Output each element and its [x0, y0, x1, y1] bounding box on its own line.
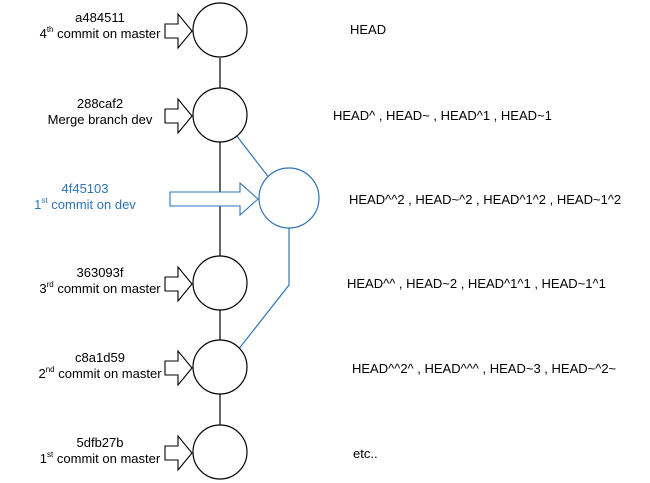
commit-label: c8a1d59 2nd commit on master: [25, 350, 175, 382]
commit-label: 5dfb27b 1st commit on master: [25, 435, 175, 467]
arrow-icon: [164, 97, 193, 135]
ref-expressions: etc..: [353, 446, 378, 461]
commit-label: 363093f 3rd commit on master: [25, 265, 175, 297]
commit-node-4th-master: [192, 2, 248, 58]
ref-expressions: HEAD^^2^ , HEAD^^^ , HEAD~3 , HEAD~^2~: [352, 361, 617, 376]
commit-hash: c8a1d59: [75, 350, 125, 365]
ref-expressions: HEAD^^2 , HEAD~^2 , HEAD^1^2 , HEAD~1^2: [349, 192, 622, 207]
commit-description: 2nd commit on master: [38, 364, 162, 381]
ref-expressions: HEAD: [350, 22, 387, 37]
commit-hash: a484511: [75, 10, 125, 25]
commit-hash: 288caf2: [76, 96, 124, 111]
arrow-icon: [164, 434, 193, 472]
commit-description: 4th commit on master: [39, 24, 161, 41]
commit-node-1st-dev: [258, 167, 320, 229]
commit-hash: 4f45103: [61, 181, 109, 196]
commit-node-3rd-master: [192, 255, 248, 311]
ref-expressions: HEAD^ , HEAD~ , HEAD^1 , HEAD~1: [333, 108, 552, 123]
commit-hash: 363093f: [76, 265, 124, 280]
commit-node-1st-master: [192, 424, 248, 480]
dev-fork-connector: [237, 224, 290, 351]
commit-description: 1st commit on master: [39, 449, 161, 466]
commit-description: Merge branch dev: [47, 112, 153, 127]
arrow-icon: [164, 349, 193, 387]
dev-merge-connector: [235, 134, 271, 180]
commit-node-2nd-master: [192, 339, 248, 395]
commit-description: 3rd commit on master: [39, 279, 161, 296]
commit-label: a484511 4th commit on master: [25, 10, 175, 42]
long-arrow-icon: [169, 181, 259, 217]
commit-label-dev: 4f45103 1st commit on dev: [10, 181, 160, 213]
arrow-icon: [164, 12, 193, 50]
arrow-icon: [164, 265, 193, 303]
commit-node-merge: [192, 87, 248, 143]
commit-hash: 5dfb27b: [76, 435, 124, 450]
ref-expressions: HEAD^^ , HEAD~2 , HEAD^1^1 , HEAD~1^1: [347, 276, 606, 291]
commit-description: 1st commit on dev: [34, 195, 136, 212]
commit-label: 288caf2 Merge branch dev: [25, 96, 175, 128]
